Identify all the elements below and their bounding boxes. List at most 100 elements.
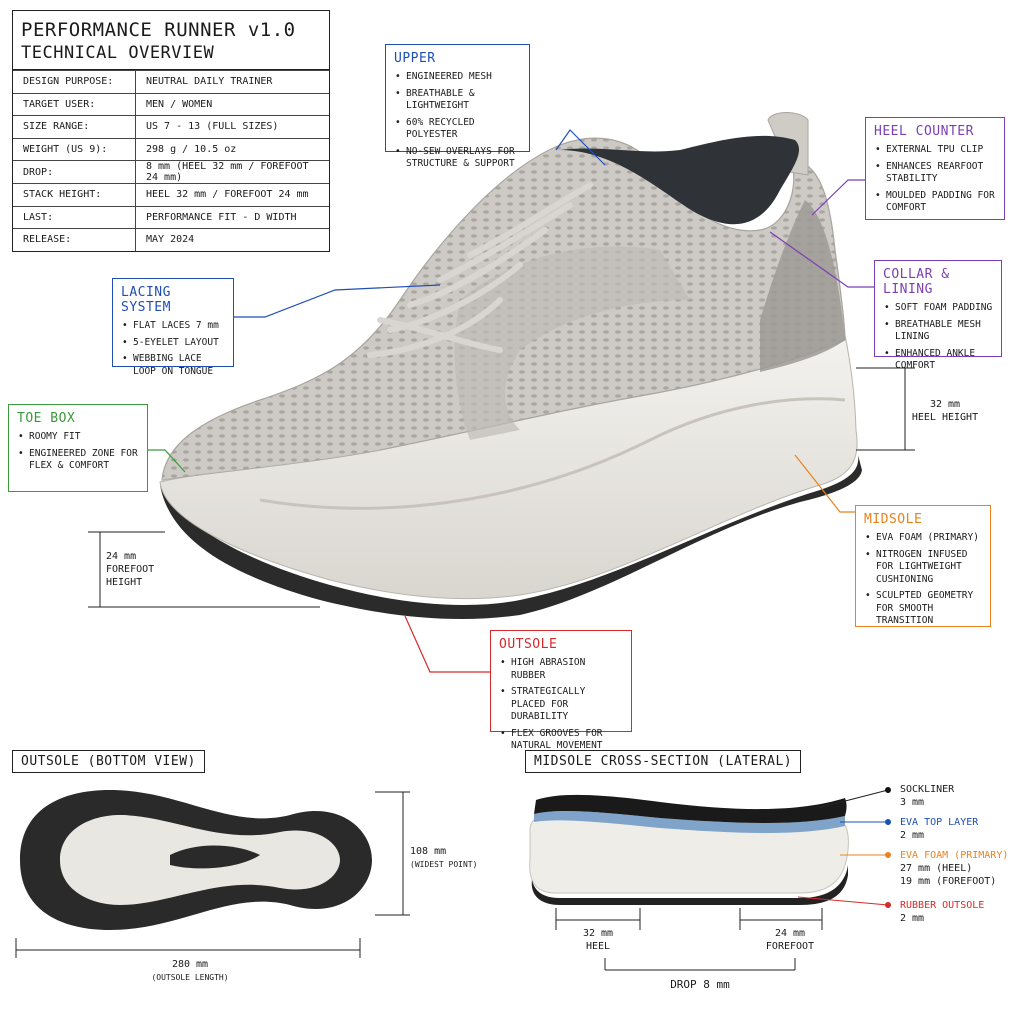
layer-name: EVA TOP LAYER — [900, 817, 979, 828]
list-item: NO-SEW OVERLAYS FOR STRUCTURE & SUPPORT — [395, 146, 521, 171]
list-item: FLEX GROOVES FOR NATURAL MOVEMENT — [500, 728, 623, 753]
spec-key: WEIGHT (US 9): — [13, 137, 136, 161]
spec-key: LAST: — [13, 205, 136, 229]
midsole-cross-section — [529, 787, 891, 971]
list-item: ENGINEERED MESH — [395, 71, 521, 84]
spec-value: MEN / WOMEN — [135, 92, 329, 116]
spec-rows: DESIGN PURPOSE:NEUTRAL DAILY TRAINER TAR… — [13, 70, 329, 251]
spec-value: US 7 - 13 (FULL SIZES) — [135, 115, 329, 138]
list-item: BREATHABLE & LIGHTWEIGHT — [395, 88, 521, 113]
list-item: WEBBING LACE LOOP ON TONGUE — [122, 353, 225, 378]
layer-name: EVA FOAM (PRIMARY) — [900, 850, 1009, 861]
section-forefoot-label: 24 mm FOREFOOT — [750, 927, 830, 953]
callout-toe-box: TOE BOX ROOMY FIT ENGINEERED ZONE FOR FL… — [8, 404, 148, 492]
list-item: ENHANCED ANKLE COMFORT — [884, 348, 993, 373]
laces — [367, 182, 593, 358]
callout-title: LACING SYSTEM — [121, 285, 171, 315]
side-overlay — [454, 246, 690, 440]
layer-detail: 27 mm (HEEL) — [900, 863, 973, 874]
widest-point-label: 108 mm (WIDEST POINT) — [410, 845, 480, 871]
table-row: RELEASE:MAY 2024 — [13, 228, 329, 251]
marker-rubber — [885, 902, 891, 908]
table-row: STACK HEIGHT:HEEL 32 mm / FOREFOOT 24 mm — [13, 183, 329, 206]
spec-key: DROP: — [13, 160, 136, 184]
callout-title: UPPER — [394, 51, 436, 66]
length-text: (OUTSOLE LENGTH) — [151, 973, 229, 982]
layer-eva-primary: EVA FOAM (PRIMARY) 27 mm (HEEL) 19 mm (F… — [900, 849, 1008, 888]
page-subtitle: TECHNICAL OVERVIEW — [13, 41, 329, 70]
section-dimension-lines — [555, 908, 823, 971]
forefoot-height-text: FOREFOOT HEIGHT — [106, 564, 155, 588]
spec-value: HEEL 32 mm / FOREFOOT 24 mm — [135, 183, 329, 206]
list-item: ENHANCES REARFOOT STABILITY — [875, 161, 996, 186]
outsole-length-label: 280 mm (OUTSOLE LENGTH) — [120, 958, 260, 984]
list-item: BREATHABLE MESH LINING — [884, 319, 993, 344]
section-eva-top — [534, 811, 845, 833]
callout-outsole: OUTSOLE HIGH ABRASION RUBBER STRATEGICAL… — [490, 630, 632, 751]
callout-lacing-system: LACING SYSTEM FLAT LACES 7 mm 5-EYELET L… — [112, 278, 234, 377]
section-forefoot-value: 24 mm — [774, 928, 806, 939]
list-item: NITROGEN INFUSED FOR LIGHTWEIGHT CUSHION… — [865, 549, 982, 587]
spec-key: RELEASE: — [13, 228, 136, 251]
table-row: WEIGHT (US 9):298 g / 10.5 oz — [13, 137, 329, 161]
leader-upper — [555, 129, 606, 166]
layer-detail: 2 mm — [900, 830, 925, 841]
layer-detail: 3 mm — [900, 797, 925, 808]
callout-list: EXTERNAL TPU CLIP ENHANCES REARFOOT STAB… — [874, 144, 996, 215]
spec-value: 298 g / 10.5 oz — [135, 137, 329, 161]
spec-key: SIZE RANGE: — [13, 115, 136, 138]
collar-lining — [560, 135, 800, 225]
heel-counter-shape — [760, 200, 845, 372]
leader-outsole — [404, 615, 490, 673]
layer-name: RUBBER OUTSOLE — [900, 900, 985, 911]
midsole-sculpt-line — [259, 397, 846, 510]
callout-title: OUTSOLE — [499, 637, 558, 652]
list-item: EXTERNAL TPU CLIP — [875, 144, 996, 157]
page-title: PERFORMANCE RUNNER v1.0 — [21, 19, 296, 41]
spec-value: MAY 2024 — [135, 228, 329, 251]
forefoot-height-value: 24 mm — [106, 551, 137, 562]
callout-collar-lining: COLLAR & LINING SOFT FOAM PADDING BREATH… — [874, 260, 1002, 371]
spec-key: DESIGN PURPOSE: — [13, 70, 136, 93]
list-item: ROOMY FIT — [18, 431, 139, 444]
table-row: SIZE RANGE:US 7 - 13 (FULL SIZES) — [13, 115, 329, 138]
table-row: LAST:PERFORMANCE FIT - D WIDTH — [13, 205, 329, 229]
layer-sockliner: SOCKLINER 3 mm — [900, 783, 954, 809]
toe-box-area — [162, 370, 380, 480]
callout-title: HEEL COUNTER — [874, 124, 974, 139]
heel-height-label: 32 mm HEEL HEIGHT — [905, 398, 985, 424]
spec-key: TARGET USER: — [13, 92, 136, 116]
heel-height-text: HEEL HEIGHT — [911, 412, 979, 423]
spec-value: 8 mm (HEEL 32 mm / FOREFOOT 24 mm) — [135, 160, 329, 184]
callout-heel-counter: HEEL COUNTER EXTERNAL TPU CLIP ENHANCES … — [865, 117, 1005, 220]
list-item: STRATEGICALLY PLACED FOR DURABILITY — [500, 686, 623, 724]
leader-midsole — [794, 454, 855, 513]
callout-list: SOFT FOAM PADDING BREATHABLE MESH LINING… — [883, 302, 993, 373]
width-text: (WIDEST POINT) — [410, 860, 478, 869]
outsole-center-pad — [170, 845, 260, 869]
spec-table: PERFORMANCE RUNNER v1.0 TECHNICAL OVERVI… — [12, 10, 330, 252]
heel-height-value: 32 mm — [929, 399, 961, 410]
table-row: DESIGN PURPOSE:NEUTRAL DAILY TRAINER — [13, 70, 329, 93]
list-item: ENGINEERED ZONE FOR FLEX & COMFORT — [18, 448, 139, 473]
leader-heel-counter — [811, 179, 865, 216]
table-row: DROP:8 mm (HEEL 32 mm / FOREFOOT 24 mm) — [13, 160, 329, 184]
list-item: EVA FOAM (PRIMARY) — [865, 532, 982, 545]
callout-midsole: MIDSOLE EVA FOAM (PRIMARY) NITROGEN INFU… — [855, 505, 991, 627]
section-forefoot-text: FOREFOOT — [765, 941, 815, 952]
layer-name: SOCKLINER — [900, 784, 955, 795]
forefoot-dimension-lines — [88, 531, 320, 608]
drop-label: DROP 8 mm — [670, 978, 730, 991]
list-item: 5-EYELET LAYOUT — [122, 337, 225, 350]
spec-value: PERFORMANCE FIT - D WIDTH — [135, 205, 329, 229]
layer-detail: 2 mm — [900, 913, 925, 924]
marker-sockliner — [885, 787, 891, 793]
leader-toe-box — [148, 449, 186, 473]
cross-section-title: MIDSOLE CROSS-SECTION (LATERAL) — [525, 750, 802, 773]
section-heel-label: 32 mm HEEL — [568, 927, 628, 953]
list-item: SOFT FOAM PADDING — [884, 302, 993, 315]
list-item: FLAT LACES 7 mm — [122, 320, 225, 333]
callout-title: TOE BOX — [17, 411, 76, 426]
section-sockliner — [534, 794, 847, 823]
